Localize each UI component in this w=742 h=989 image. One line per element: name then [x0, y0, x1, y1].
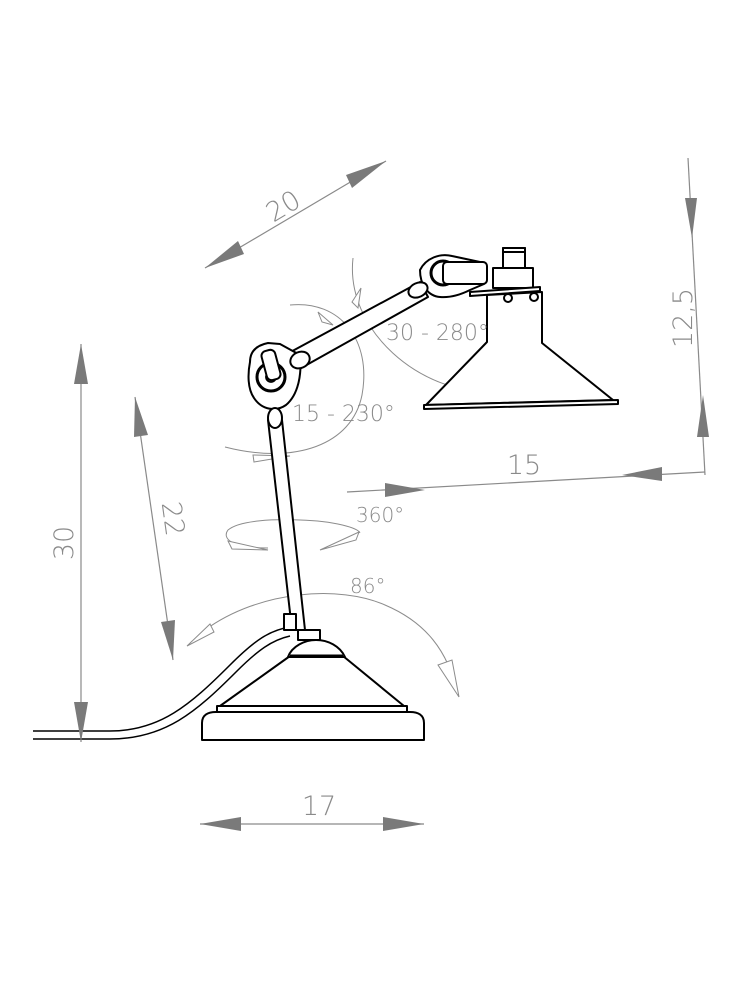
label-rotation-angle: 360° [356, 503, 404, 527]
lamp-base [201, 629, 425, 741]
dimension-shade-12-5: 12,5 [668, 157, 709, 476]
label-shade-12-5: 12,5 [668, 288, 699, 348]
lamp-shade [423, 247, 619, 410]
label-base-17: 17 [302, 791, 336, 822]
base-tilt-86-arc [186, 593, 460, 698]
label-elbow-angle: 15 - 230° [292, 402, 395, 427]
label-shade-angle: 30 - 280° [386, 321, 489, 346]
label-base-tilt-angle: 86° [350, 574, 385, 598]
label-lower-arm-22: 22 [155, 500, 190, 538]
dimension-reach-15: 15 [346, 450, 706, 497]
dimension-height-30: 30 [49, 344, 88, 742]
dimension-base-17: 17 [200, 791, 424, 831]
lamp-cable [33, 626, 291, 740]
elbow-joint [247, 342, 311, 429]
dimension-arm-20: 20 [204, 160, 387, 269]
label-height-30: 30 [49, 526, 80, 560]
rotation-360-arc [225, 519, 361, 551]
label-arm-20: 20 [261, 185, 306, 229]
label-reach-15: 15 [507, 450, 541, 481]
shade-joint [407, 254, 488, 299]
dimension-lower-arm-22: 22 [134, 396, 190, 661]
